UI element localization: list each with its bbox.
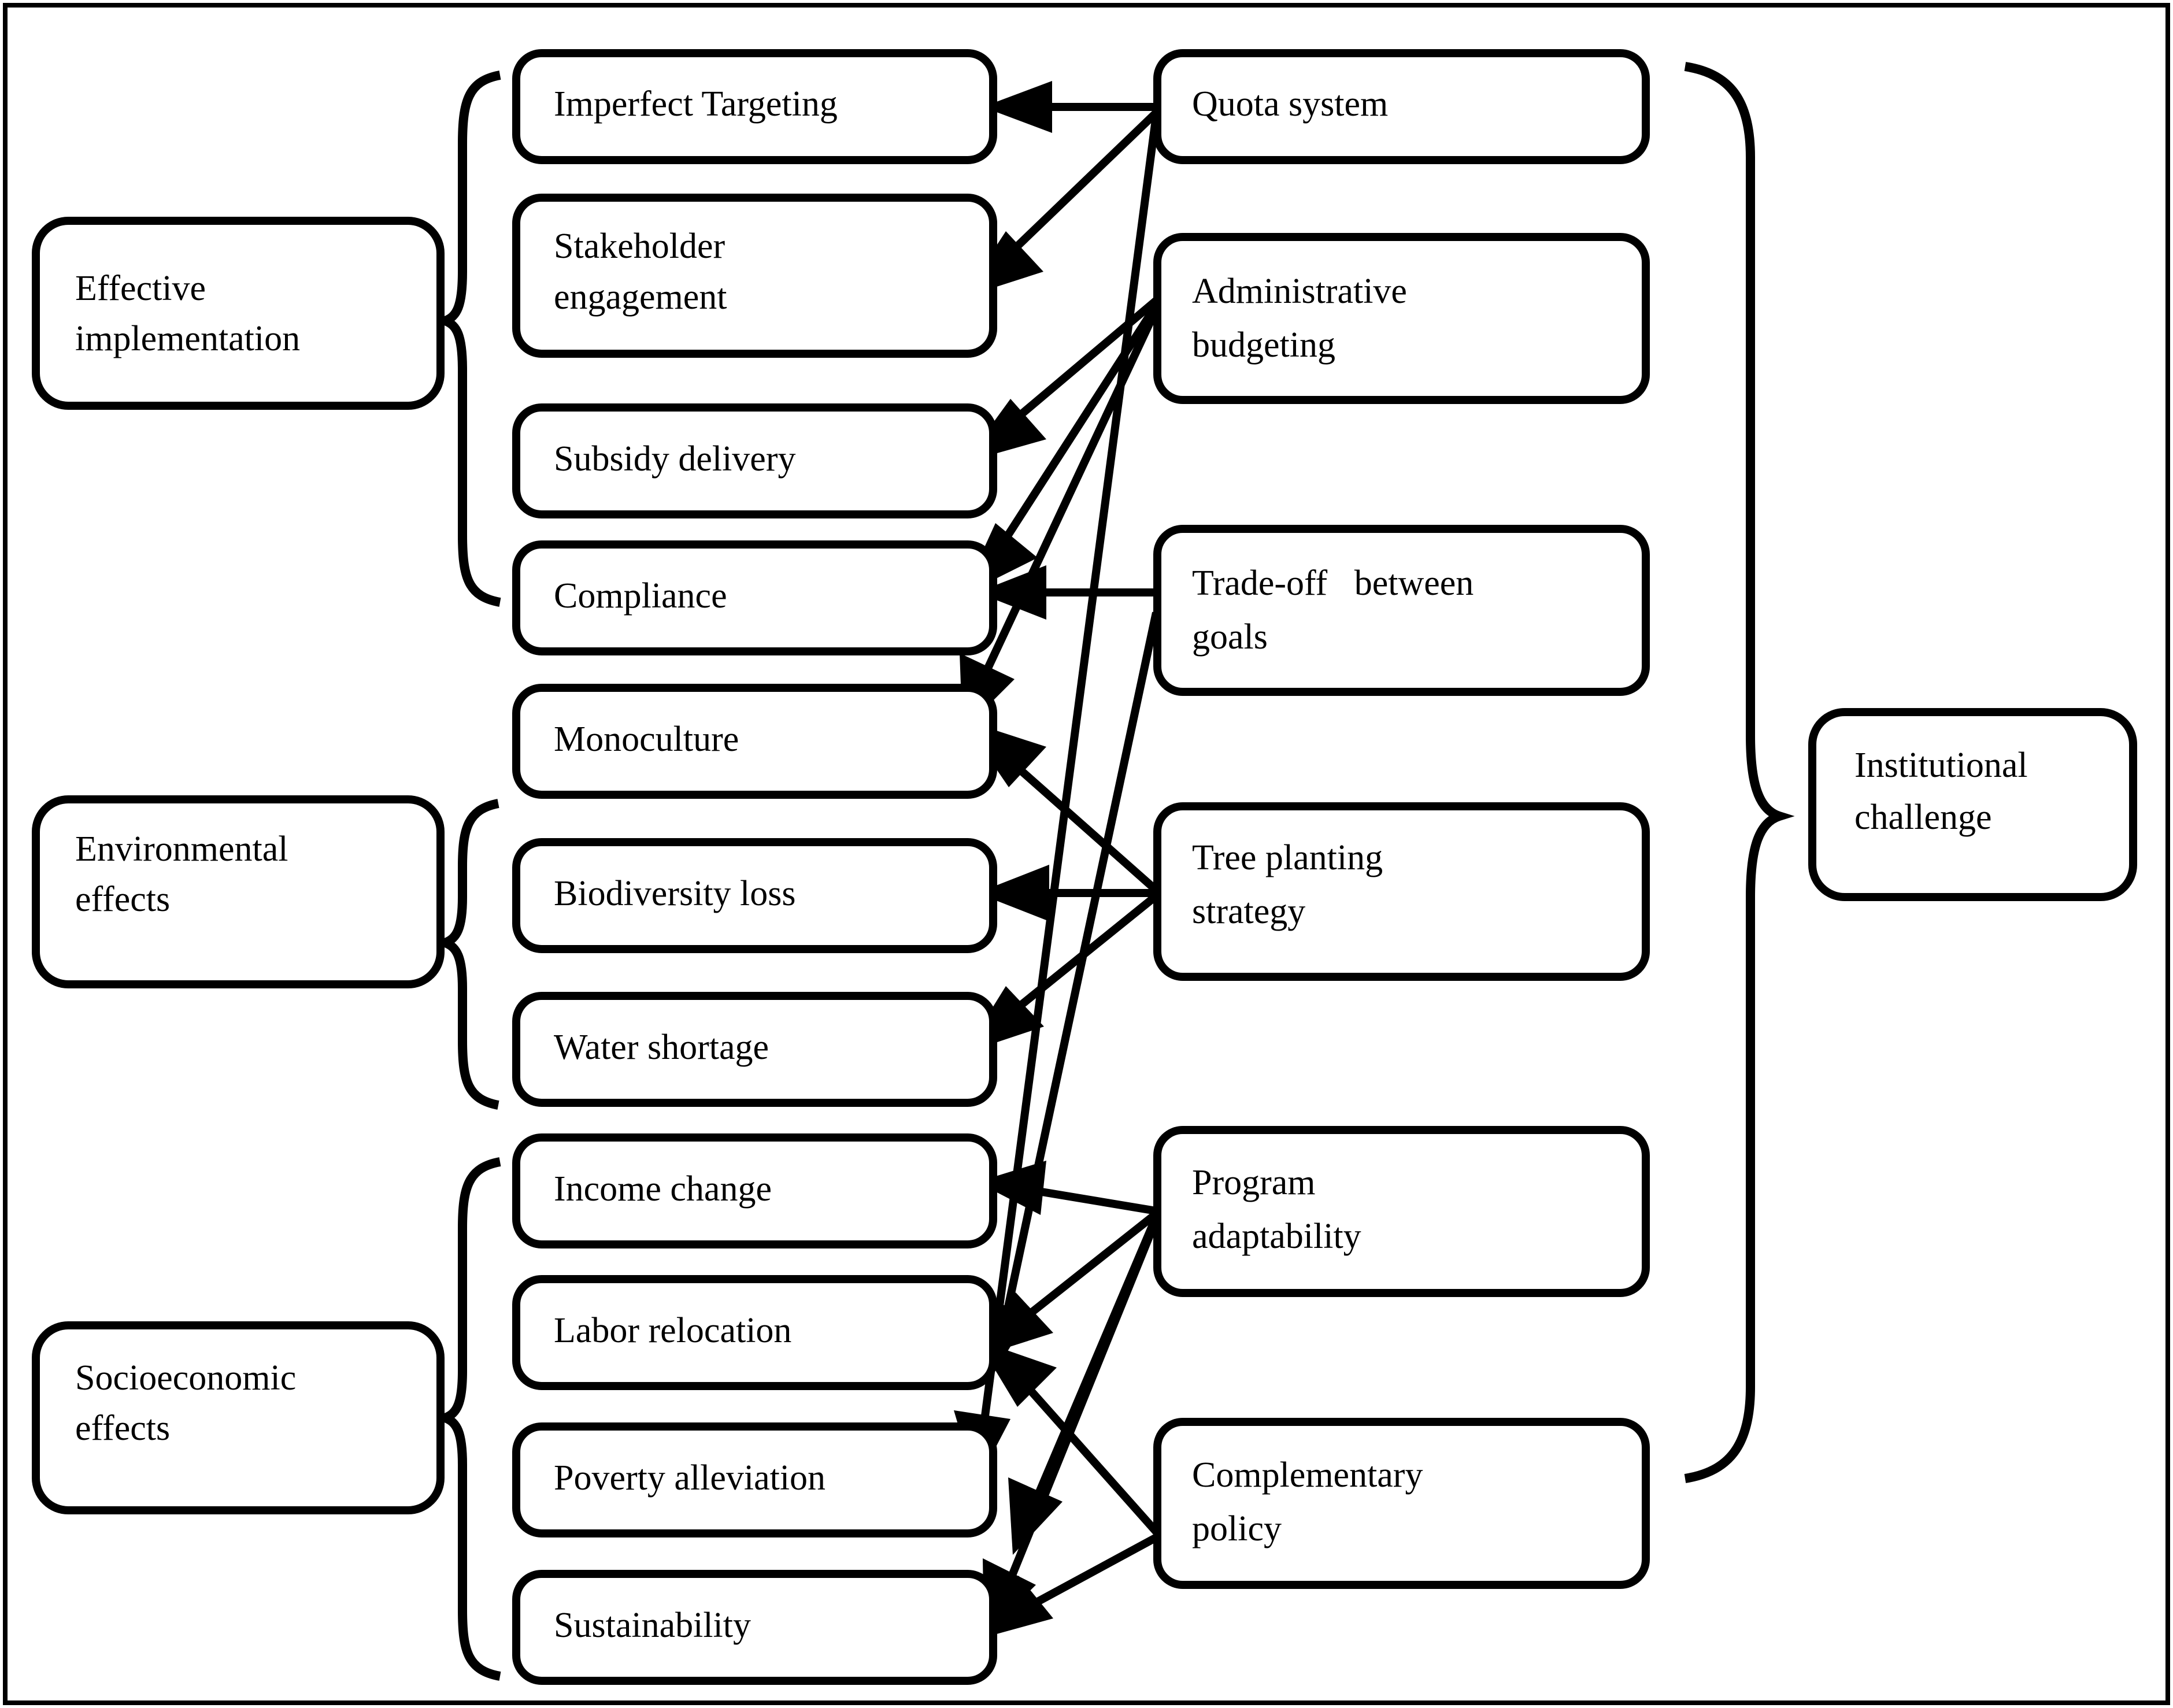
driver-label-line2: goals: [1192, 617, 1268, 657]
outcome-box[interactable]: [512, 540, 997, 655]
driver-label-line1: Program: [1192, 1163, 1316, 1202]
outcome-label: Compliance: [554, 576, 727, 616]
driver-trade-off-between-goals[interactable]: Trade-off between goals: [1153, 525, 1650, 696]
driver-tree-planting-strategy[interactable]: Tree planting strategy: [1153, 802, 1650, 981]
category-effective-implementation[interactable]: Effective implementation: [32, 217, 445, 410]
driver-box[interactable]: [1153, 802, 1650, 981]
outcome-box[interactable]: [512, 684, 997, 799]
category-label-line2: implementation: [75, 319, 300, 358]
outcome-box[interactable]: [512, 1570, 997, 1685]
driver-box[interactable]: [1153, 1126, 1650, 1297]
outcome-box[interactable]: [512, 838, 997, 953]
outcome-label: Income change: [554, 1169, 772, 1209]
brace-effective-implementation: [431, 71, 501, 607]
category-label-line2: effects: [75, 880, 170, 919]
category-label-line2: effects: [75, 1409, 170, 1448]
brace-environmental-effects: [431, 799, 499, 1110]
outcome-subsidy-delivery[interactable]: Subsidy delivery: [512, 403, 997, 518]
edge-program-adaptability-to-income-change: [977, 1161, 1157, 1215]
category-box[interactable]: [32, 795, 445, 988]
brace-socioeconomic-effects: [431, 1157, 501, 1681]
driver-quota-system[interactable]: Quota system: [1153, 49, 1650, 164]
outcome-box[interactable]: [512, 49, 997, 164]
driver-label-line1: Tree planting: [1192, 838, 1383, 877]
driver-label-line2: policy: [1192, 1509, 1282, 1548]
driver-label-line2: strategy: [1192, 892, 1305, 931]
summary-label-line2: challenge: [1854, 798, 1992, 837]
driver-box[interactable]: [1153, 233, 1650, 404]
outcome-label: Sustainability: [554, 1606, 751, 1645]
outcome-sustainability[interactable]: Sustainability: [512, 1570, 997, 1685]
driver-label-line2: budgeting: [1192, 325, 1335, 365]
outcome-income-change[interactable]: Income change: [512, 1133, 997, 1248]
outcome-biodiversity-loss[interactable]: Biodiversity loss: [512, 838, 997, 953]
brace-institutional-challenge: [1684, 62, 1795, 1483]
category-environmental-effects[interactable]: Environmental effects: [32, 795, 445, 988]
outcome-poverty-alleviation[interactable]: Poverty alleviation: [512, 1422, 997, 1537]
outcome-label-line2: engagement: [554, 277, 727, 317]
edge-quota-system-to-imperfect-targeting: [983, 81, 1156, 133]
outcome-box[interactable]: [512, 992, 997, 1107]
outcome-label: Monoculture: [554, 720, 739, 759]
outcome-label: Labor relocation: [554, 1311, 791, 1350]
summary-label-line1: Institutional: [1854, 746, 2028, 785]
driver-complementary-policy[interactable]: Complementary policy: [1153, 1418, 1650, 1589]
outcome-box[interactable]: [512, 1133, 997, 1248]
outcome-label: Biodiversity loss: [554, 874, 796, 913]
outcome-box[interactable]: [512, 194, 997, 358]
driver-label-line2: adaptability: [1192, 1217, 1361, 1256]
category-box[interactable]: [32, 217, 445, 410]
driver-label-line1: Complementary: [1192, 1455, 1423, 1495]
driver-administrative-budgeting[interactable]: Administrative budgeting: [1153, 233, 1650, 404]
driver-box[interactable]: [1153, 525, 1650, 696]
category-label-line1: Socioeconomic: [75, 1358, 296, 1398]
edge-tree-planting-strategy-to-biodiversity-loss: [977, 865, 1156, 921]
outcome-label-line1: Stakeholder: [554, 227, 725, 266]
outcome-box[interactable]: [512, 1275, 997, 1390]
outcome-label: Water shortage: [554, 1028, 769, 1067]
outcome-label: Subsidy delivery: [554, 439, 795, 479]
category-box[interactable]: [32, 1321, 445, 1514]
outcome-label: Imperfect Targeting: [554, 84, 838, 124]
outcome-compliance[interactable]: Compliance: [512, 540, 997, 655]
driver-label-line1: Trade-off between: [1192, 564, 1474, 603]
outcome-imperfect-targeting[interactable]: Imperfect Targeting: [512, 49, 997, 164]
driver-box[interactable]: [1153, 1418, 1650, 1589]
summary-box[interactable]: [1808, 708, 2137, 901]
driver-program-adaptability[interactable]: Program adaptability: [1153, 1126, 1650, 1297]
brace-layer: [431, 62, 1795, 1681]
edge-trade-off-between-goals-to-compliance: [977, 565, 1156, 620]
outcome-box[interactable]: [512, 403, 997, 518]
category-label-line1: Effective: [75, 269, 206, 308]
outcome-box[interactable]: [512, 1422, 997, 1537]
outcome-water-shortage[interactable]: Water shortage: [512, 992, 997, 1107]
outcome-label: Poverty alleviation: [554, 1458, 825, 1498]
driver-label-line1: Administrative: [1192, 272, 1407, 311]
category-socioeconomic-effects[interactable]: Socioeconomic effects: [32, 1321, 445, 1514]
summary-institutional-challenge[interactable]: Institutional challenge: [1808, 708, 2137, 901]
outcome-monoculture[interactable]: Monoculture: [512, 684, 997, 799]
driver-box[interactable]: [1153, 49, 1650, 164]
outcome-labor-relocation[interactable]: Labor relocation: [512, 1275, 997, 1390]
category-label-line1: Environmental: [75, 829, 288, 869]
outcome-stakeholder-engagement[interactable]: Stakeholder engagement: [512, 194, 997, 358]
driver-label: Quota system: [1192, 84, 1388, 124]
